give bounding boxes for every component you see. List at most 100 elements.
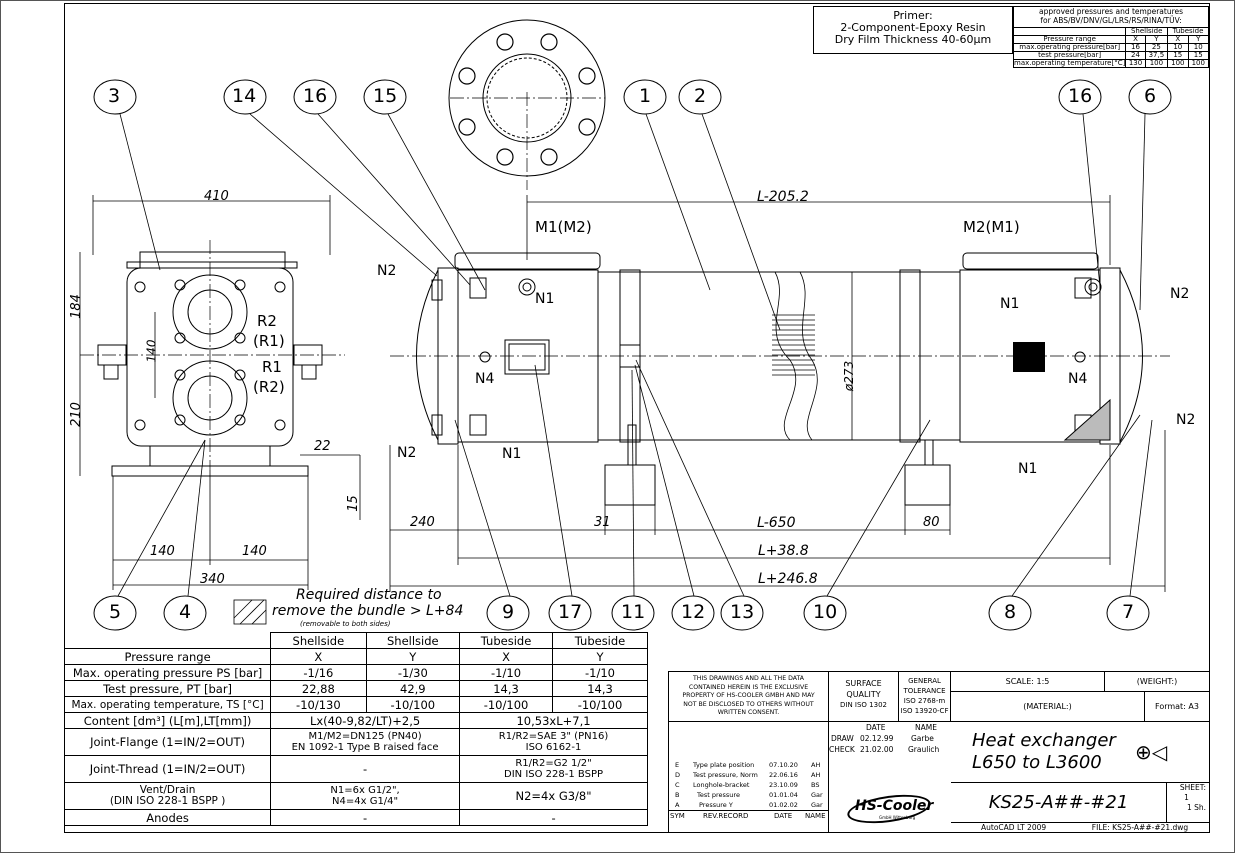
approved-title-2: for ABS/BV/DNV/GL/LRS/RS/RINA/TÜV: — [1040, 16, 1182, 25]
check-name: Graulich — [908, 745, 940, 754]
draw-name: Garbe — [911, 734, 934, 743]
rev-text: Test pressure, Norm — [693, 771, 758, 779]
balloon-7: 7 — [1122, 601, 1135, 623]
approved-cell: Y — [1144, 35, 1169, 44]
approved-cell: Y — [1187, 35, 1210, 44]
rev-text: Type plate position — [693, 761, 755, 769]
notice-line: WRITTEN CONSENT. — [717, 709, 780, 716]
balloon-8: 8 — [1004, 601, 1017, 623]
props-cell: - — [270, 755, 461, 783]
drawing-number: KS25-A##-#21 — [951, 782, 1167, 822]
rev-date: 22.06.16 — [769, 771, 798, 779]
balloon-5: 5 — [109, 601, 122, 623]
approved-title-1: approved pressures and temperatures — [1038, 7, 1184, 16]
rev-name: Gar — [811, 791, 823, 799]
props-cell: Y — [365, 648, 461, 665]
dim-15: 15 — [345, 495, 361, 512]
dim-31: 31 — [594, 515, 611, 530]
rev-sym: C — [675, 781, 680, 789]
vent-label-1: Vent/Drain — [139, 784, 196, 796]
label-n2-a: N2 — [377, 263, 397, 279]
approved-row-label: max.operating pressure[bar] — [1012, 43, 1127, 52]
removal-line2: remove the bundle > L+84 — [272, 603, 464, 619]
rev-sym: E — [675, 761, 680, 769]
props-cell: - — [270, 809, 461, 826]
rev-head-date: DATE — [774, 812, 793, 820]
dim-340: 340 — [200, 572, 225, 587]
properties-table: Shellside Shellside Tubeside Tubeside Pr… — [63, 632, 648, 826]
rev-date: 23.10.09 — [769, 781, 798, 789]
label-n1-b: N1 — [1000, 296, 1020, 312]
logo-sub: GmbH Wittenburg — [879, 815, 916, 820]
rev-name: Gar — [811, 801, 823, 809]
dim-140-left: 140 — [150, 544, 175, 559]
balloon-6: 6 — [1144, 85, 1157, 107]
approved-cell: 15 — [1187, 51, 1210, 60]
approved-cell: 37,5 — [1144, 51, 1169, 60]
approved-cell: X — [1167, 35, 1189, 44]
props-cell: -10/130 — [270, 696, 367, 713]
approved-cell: 100 — [1167, 59, 1189, 68]
primer-line2: Dry Film Thickness 40-60µm — [834, 33, 992, 46]
rev-text: Longhole-bracket — [693, 781, 750, 789]
balloon-13: 13 — [730, 601, 755, 623]
approved-row-label: test pressure[bar] — [1012, 51, 1127, 60]
props-cell: 22,88 — [270, 680, 367, 697]
props-header: Tubeside — [552, 632, 648, 649]
vent-shell-1: N1=6x G1/2", — [330, 785, 400, 796]
balloon-3: 3 — [108, 85, 121, 107]
balloon-17: 17 — [558, 601, 583, 623]
approved-title: approved pressures and temperatures for … — [1013, 6, 1209, 28]
check-row: CHECK 21.02.00 Graulich — [829, 745, 951, 755]
general-tolerance: GENERAL TOLERANCE ISO 2768-m ISO 13920-C… — [899, 672, 951, 722]
dim-diameter: ø273 — [842, 360, 857, 392]
props-cell: 14,3 — [459, 680, 554, 697]
software: AutoCAD LT 2009 — [951, 822, 1071, 832]
balloon-11: 11 — [621, 601, 646, 623]
draw-label: DRAW — [831, 734, 854, 743]
approved-cell: 25 — [1144, 43, 1169, 52]
props-cell: -10/100 — [365, 696, 461, 713]
vent-shell-2: N4=4x G1/4" — [332, 796, 399, 807]
label-n2-b: N2 — [397, 445, 417, 461]
weight: (WEIGHT:) — [1105, 672, 1209, 692]
balloon-2: 2 — [694, 85, 707, 107]
rev-name: AH — [811, 771, 821, 779]
date-head: DATE — [866, 723, 886, 732]
tolerance-line: ISO 2768-m — [903, 697, 946, 705]
approved-cell: 100 — [1187, 59, 1210, 68]
dimension-lines — [79, 195, 1166, 592]
flange-shell-1: M1/M2=DN125 (PN40) — [308, 731, 422, 742]
approved-cell: 24 — [1125, 51, 1146, 60]
dim-140-vertical: 140 — [144, 339, 159, 363]
props-cell: R1/R2=G2 1/2"DIN ISO 228-1 BSPP — [459, 755, 648, 783]
props-cell: N1=6x G1/2",N4=4x G1/4" — [270, 782, 461, 810]
surface-quality: SURFACE QUALITY DIN ISO 1302 — [829, 672, 899, 722]
end-view — [97, 251, 323, 477]
date-name-head: DATE NAME — [829, 723, 951, 733]
approved-cell: 100 — [1144, 59, 1169, 68]
leader-lines — [117, 113, 1153, 597]
rev-text: Test pressure — [697, 791, 740, 799]
approved-cell: 16 — [1125, 43, 1146, 52]
props-label: Anodes — [63, 809, 272, 826]
rev-name: AH — [811, 761, 821, 769]
props-label: Joint-Flange (1=IN/2=OUT) — [63, 728, 272, 756]
props-cell: -1/30 — [365, 664, 461, 681]
props-label: Max. operating pressure PS [bar] — [63, 664, 272, 681]
balloon-16-right: 16 — [1068, 85, 1093, 107]
label-n2-c: N2 — [1170, 286, 1190, 302]
rev-date: 07.10.20 — [769, 761, 798, 769]
props-cell: Lx(40-9,82/LT)+2,5 — [270, 712, 461, 729]
logo-text: HS-Cooler — [855, 798, 934, 814]
tolerance-line: ISO 13920-CF — [900, 707, 949, 715]
props-cell: -10/100 — [552, 696, 648, 713]
props-cell: Y — [552, 648, 648, 665]
title-block: THIS DRAWINGS AND ALL THE DATA CONTAINED… — [668, 671, 1210, 833]
flange-tube-2: ISO 6162-1 — [525, 742, 582, 753]
company-logo: HS-Cooler GmbH Wittenburg — [841, 790, 941, 828]
flange-top-view — [448, 19, 606, 177]
balloon-15: 15 — [373, 85, 398, 107]
drawing-title: Heat exchanger L650 to L3600 — [972, 730, 1116, 774]
